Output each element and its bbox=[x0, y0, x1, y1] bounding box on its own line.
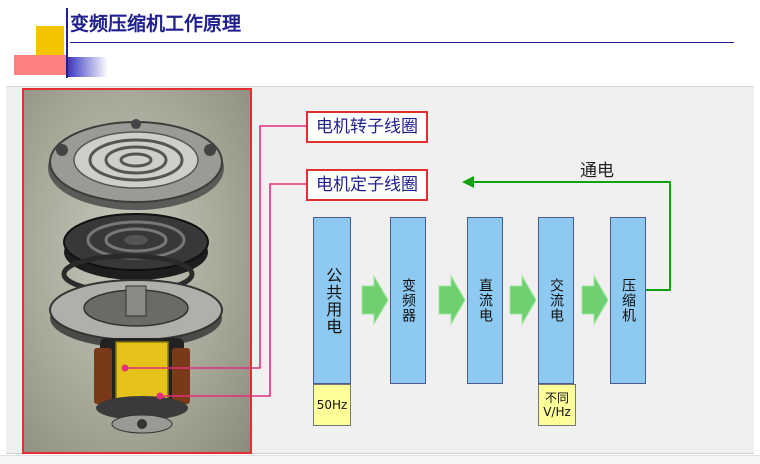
rotor-leader-line bbox=[125, 125, 306, 369]
power-feedback-arrowhead bbox=[462, 176, 474, 188]
page-title: 变频压缩机工作原理 bbox=[70, 13, 242, 35]
flow-arrow-3 bbox=[509, 274, 537, 326]
stage-inverter: 变频器 bbox=[390, 217, 426, 384]
flow-arrow-1 bbox=[361, 274, 389, 326]
header-deco-blue bbox=[66, 57, 108, 77]
header-deco-line bbox=[66, 8, 68, 78]
power-feedback-line bbox=[470, 181, 671, 291]
stage-compressor-text: 压缩机 bbox=[620, 278, 637, 323]
frequency-tag-variable-line2: V/Hz bbox=[543, 405, 571, 419]
frequency-tag-variable: 不同 V/Hz bbox=[538, 384, 576, 426]
frequency-tag-variable-line1: 不同 bbox=[544, 390, 569, 405]
stage-ac-power-text: 交流电 bbox=[548, 278, 565, 323]
stage-inverter-text: 变频器 bbox=[400, 278, 417, 323]
frequency-tag-50hz: 50Hz bbox=[313, 384, 351, 426]
stage-dc-power-text: 直流电 bbox=[477, 278, 494, 323]
footer-strip bbox=[0, 455, 760, 464]
stage-ac-power: 交流电 bbox=[538, 217, 574, 384]
compressor-icon bbox=[48, 119, 224, 434]
power-on-label: 通电 bbox=[580, 161, 614, 181]
stator-coil-label: 电机定子线圈 bbox=[306, 169, 428, 201]
stage-dc-power: 直流电 bbox=[467, 217, 503, 384]
stage-public-power: 公共用电 bbox=[313, 217, 351, 384]
header-deco-red bbox=[14, 55, 66, 75]
rotor-leader-dot bbox=[121, 364, 129, 372]
stator-leader-dot bbox=[156, 392, 164, 400]
stage-public-power-text: 公共用电 bbox=[323, 266, 343, 335]
stator-leader-line bbox=[160, 183, 306, 397]
flow-arrow-4 bbox=[581, 274, 609, 326]
flow-arrow-2 bbox=[438, 274, 466, 326]
stage-compressor: 压缩机 bbox=[610, 217, 646, 384]
rotor-coil-label: 电机转子线圈 bbox=[306, 111, 428, 143]
title-divider bbox=[70, 42, 734, 43]
compressor-illustration-frame bbox=[22, 88, 252, 454]
